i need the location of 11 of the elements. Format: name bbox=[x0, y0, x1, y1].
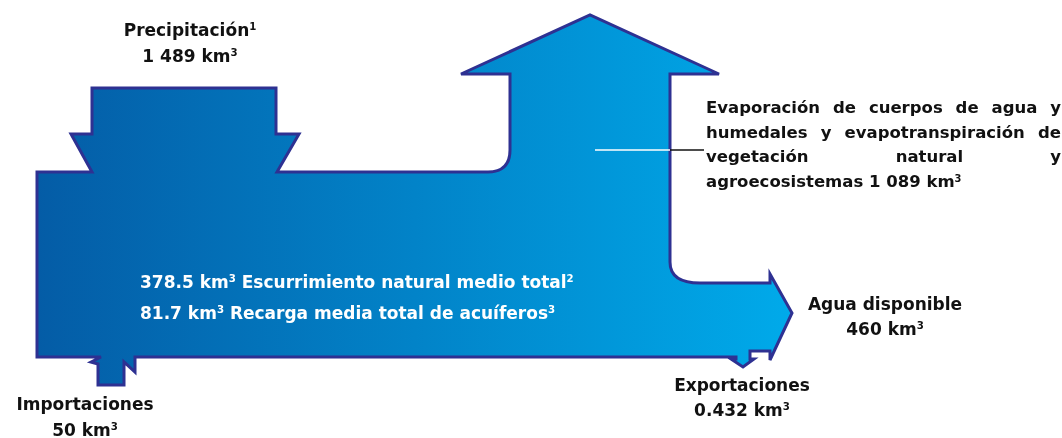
annotation-text: Evaporación de cuerpos de agua y humedales y evapotranspiración de vegetación natural y agroecosistemas 1 089 km$^{3}$ bbox=[706, 96, 1061, 194]
leader-line bbox=[594, 149, 705, 151]
flow-label: Precipitación$^{1}$ bbox=[123, 22, 257, 39]
flow-text: 378.5 km$^{3}$ Escurrimiento natural medio total$^{2}$ bbox=[140, 274, 574, 291]
flow-label: 50 km$^{3}$ bbox=[52, 422, 118, 438]
flow-label: 460 km$^{3}$ bbox=[846, 321, 924, 338]
flow-label: 1 489 km$^{3}$ bbox=[142, 48, 238, 65]
flow-label: Agua disponible bbox=[807, 296, 963, 313]
flow-label: 0.432 km$^{3}$ bbox=[694, 402, 790, 419]
flow-text: 81.7 km$^{3}$ Recarga media total de acuíferos$^{3}$ bbox=[140, 305, 556, 322]
flow-label: Exportaciones bbox=[674, 377, 810, 394]
